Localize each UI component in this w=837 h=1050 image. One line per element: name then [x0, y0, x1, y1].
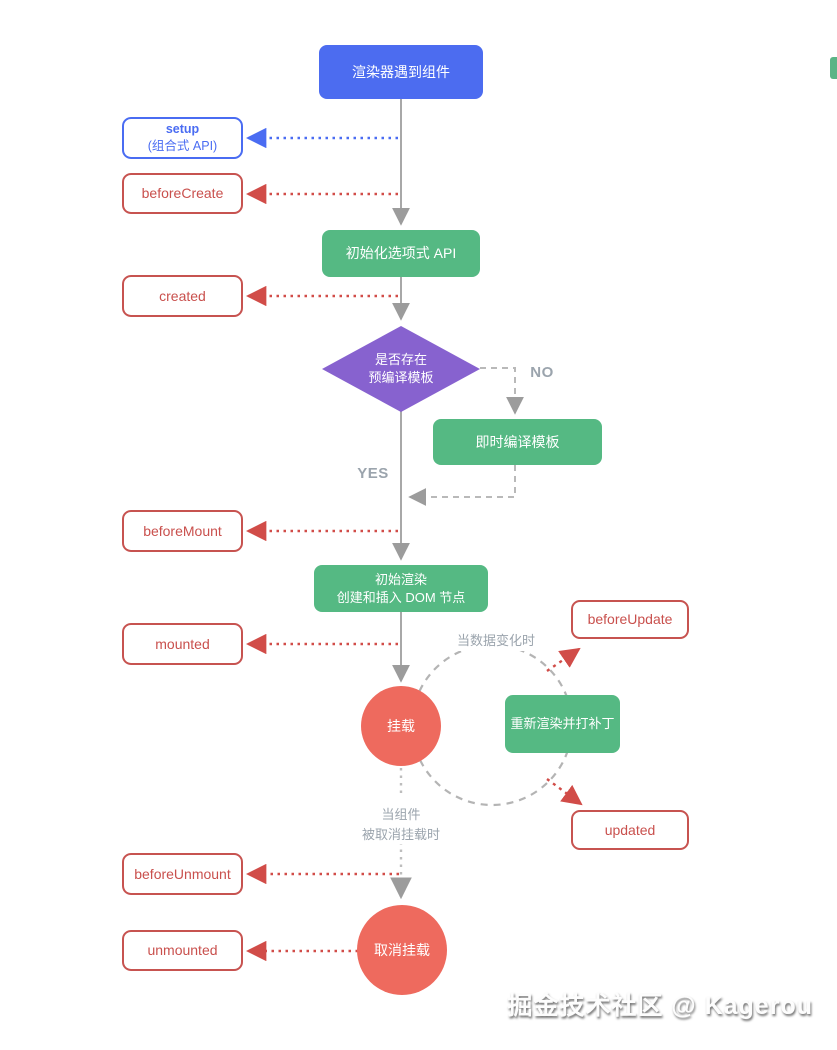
node-label: 挂载 [387, 717, 415, 734]
hook-label: beforeMount [143, 522, 222, 539]
hook-label: beforeUpdate [587, 611, 673, 628]
node-line1: 初始渲染 [374, 571, 427, 587]
flow-loop-to-updated [546, 778, 583, 806]
flow-compile-merge [408, 465, 516, 506]
hook-label: mounted [155, 635, 210, 652]
decision-line1: 是否存在 [374, 352, 427, 368]
node-init-options-api: 初始化选项式 API [322, 230, 480, 277]
hook-mounted: mounted [122, 623, 243, 665]
hook-label: beforeUnmount [134, 865, 231, 882]
node-label: 重新渲染并打补丁 [510, 716, 615, 732]
label-on-data-change: 当数据变化时 [448, 631, 544, 651]
node-initial-render: 初始渲染 创建和插入 DOM 节点 [314, 565, 488, 612]
hook-label: unmounted [147, 942, 218, 959]
label-line2: 被取消挂载时 [361, 826, 440, 842]
node-label: 渲染器遇到组件 [352, 63, 450, 80]
label-on-unmount: 当组件 被取消挂载时 [350, 805, 452, 844]
hook-label-line1: setup [165, 122, 200, 137]
hook-updated: updated [571, 810, 689, 850]
node-renderer-encounters-component: 渲染器遇到组件 [319, 45, 483, 99]
node-line2: 创建和插入 DOM 节点 [336, 589, 466, 605]
hook-unmounted: unmounted [122, 930, 243, 971]
hook-beforeupdate: beforeUpdate [571, 600, 689, 639]
node-label: 初始化选项式 API [345, 245, 457, 262]
hook-label-line2: (组合式 API) [147, 139, 218, 153]
node-mounted-state: 挂载 [361, 686, 441, 766]
node-rerender-patch: 重新渲染并打补丁 [505, 695, 620, 753]
edge-highlight-mark [830, 57, 837, 79]
node-label: 取消挂载 [374, 941, 430, 958]
node-unmounted-state: 取消挂载 [357, 905, 447, 995]
hook-label: beforeCreate [141, 185, 224, 202]
decision-line2: 预编译模板 [368, 370, 434, 385]
hook-label: updated [604, 821, 656, 838]
hook-beforemount: beforeMount [122, 510, 243, 552]
label-yes: YES [352, 463, 394, 486]
hook-setup: setup (组合式 API) [122, 117, 243, 159]
node-compile-template: 即时编译模板 [433, 419, 602, 465]
label-line1: 当组件 [381, 807, 421, 822]
flow-loop-to-beforeupdate [546, 647, 581, 672]
hook-beforecreate: beforeCreate [122, 173, 243, 214]
label-no: NO [521, 362, 563, 385]
node-label: 即时编译模板 [475, 433, 560, 450]
flow-no-branch [480, 367, 524, 415]
hook-beforeunmount: beforeUnmount [122, 853, 243, 895]
hook-label: created [159, 287, 206, 304]
watermark: 掘金技术社区 @ Kagerou [507, 992, 813, 1020]
hook-created: created [122, 275, 243, 317]
